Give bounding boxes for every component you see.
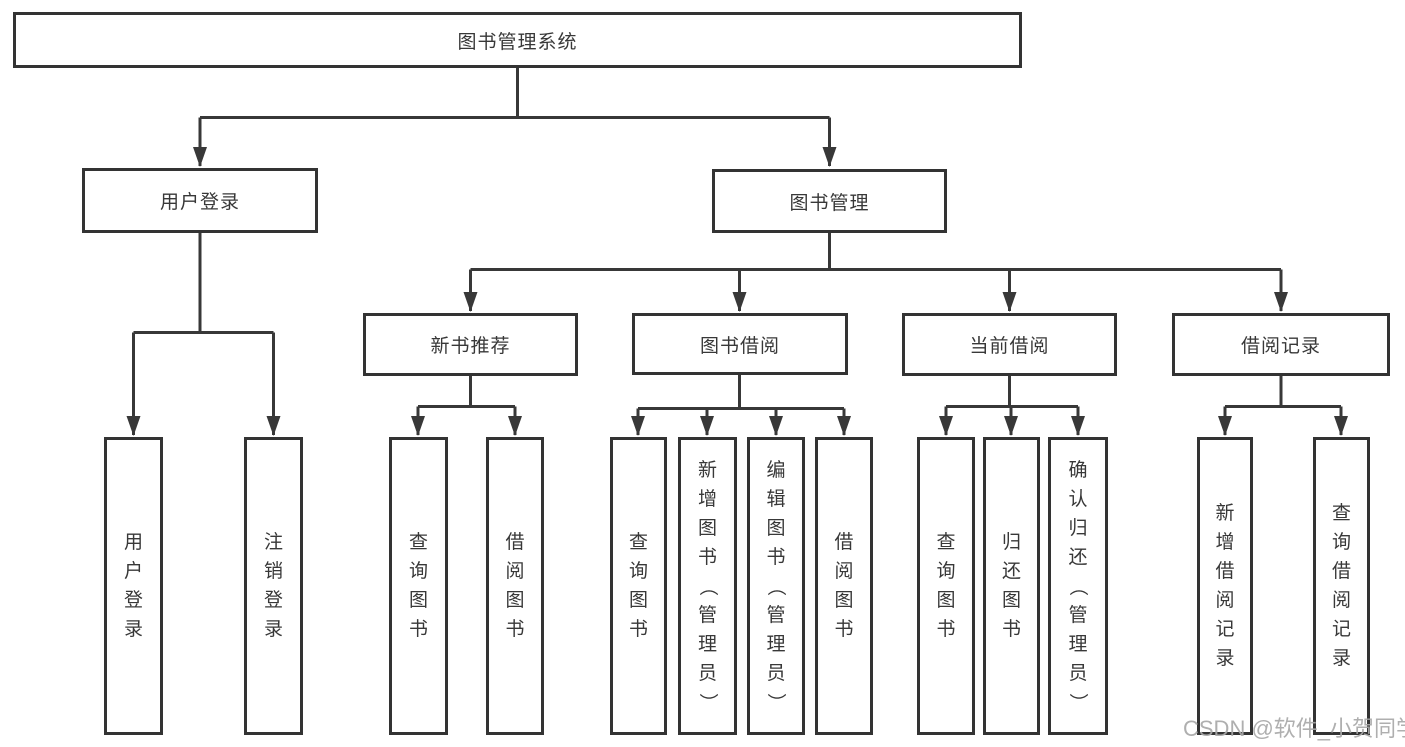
vertical-char: 询 (408, 561, 428, 582)
vertical-char: 销 (263, 561, 283, 582)
node-root: 图书管理系统 (13, 12, 1022, 68)
vertical-char: （ (696, 576, 718, 596)
vertical-char: 管 (1068, 604, 1088, 626)
node-current-borrow: 当前借阅 (902, 313, 1117, 376)
vertical-char: 图 (697, 517, 717, 539)
vertical-char: （ (1067, 576, 1089, 596)
node-borrow-records: 借阅记录 (1172, 313, 1390, 376)
vertical-char: 借 (1331, 561, 1351, 582)
leaf-logout: 注销登录 (244, 437, 303, 735)
node-user-login: 用户登录 (82, 168, 318, 233)
vertical-char: 录 (1331, 648, 1351, 669)
vertical-char: 登 (263, 590, 283, 611)
vertical-char: 图 (628, 590, 648, 611)
vertical-char: 理 (697, 633, 717, 655)
vertical-char: 录 (263, 619, 283, 640)
vertical-char: 员 (697, 662, 717, 684)
vertical-char: 录 (123, 619, 143, 640)
vertical-char: 书 (505, 619, 525, 640)
vertical-char: 员 (766, 662, 786, 684)
leaf-query-books-borrow: 查询图书 (610, 437, 667, 735)
vertical-char: 借 (505, 532, 525, 553)
vertical-char: 理 (1068, 633, 1088, 655)
vertical-char: 登 (123, 590, 143, 611)
vertical-char: ） (765, 692, 787, 712)
leaf-query-books-recommend: 查询图书 (389, 437, 448, 735)
vertical-char: 还 (1001, 561, 1021, 582)
vertical-char: （ (765, 576, 787, 596)
vertical-char: 图 (766, 517, 786, 539)
vertical-char: 确 (1068, 459, 1088, 481)
leaf-query-borrow-record: 查询借阅记录 (1313, 437, 1370, 735)
vertical-char: 阅 (1215, 590, 1235, 611)
node-new-book-recommend: 新书推荐 (363, 313, 578, 376)
vertical-char: 书 (408, 619, 428, 640)
leaf-edit-book-admin: 编辑图书 （ 管理员 ） (747, 437, 805, 735)
vertical-char: ） (696, 692, 718, 712)
vertical-char: 归 (1001, 532, 1021, 553)
leaf-return-book: 归还图书 (983, 437, 1040, 735)
vertical-char: 查 (1331, 503, 1351, 524)
vertical-char: 户 (123, 561, 143, 582)
vertical-char: 编 (766, 459, 786, 481)
node-book-management: 图书管理 (712, 169, 947, 233)
vertical-char: 书 (766, 546, 786, 568)
vertical-char: ） (1067, 692, 1089, 712)
vertical-char: 阅 (505, 561, 525, 582)
vertical-char: 图 (936, 590, 956, 611)
leaf-borrow-books-borrow: 借阅图书 (815, 437, 873, 735)
vertical-char: 图 (408, 590, 428, 611)
vertical-char: 图 (834, 590, 854, 611)
vertical-char: 注 (263, 532, 283, 553)
leaf-confirm-return-admin: 确认归还 （ 管理员 ） (1048, 437, 1108, 735)
leaf-add-borrow-record: 新增借阅记录 (1197, 437, 1253, 735)
vertical-char: 员 (1068, 662, 1088, 684)
vertical-char: 图 (505, 590, 525, 611)
vertical-char: 用 (123, 532, 143, 553)
vertical-char: 书 (834, 619, 854, 640)
vertical-char: 阅 (1331, 590, 1351, 611)
vertical-char: 认 (1068, 488, 1088, 510)
vertical-char: 还 (1068, 546, 1088, 568)
vertical-char: 借 (834, 532, 854, 553)
vertical-char: 查 (936, 532, 956, 553)
vertical-char: 录 (1215, 648, 1235, 669)
vertical-char: 管 (766, 604, 786, 626)
vertical-char: 书 (936, 619, 956, 640)
vertical-char: 询 (628, 561, 648, 582)
vertical-char: 阅 (834, 561, 854, 582)
vertical-char: 新 (1215, 503, 1235, 524)
vertical-char: 理 (766, 633, 786, 655)
vertical-char: 查 (628, 532, 648, 553)
vertical-char: 询 (936, 561, 956, 582)
vertical-char: 询 (1331, 532, 1351, 553)
vertical-char: 书 (628, 619, 648, 640)
vertical-char: 借 (1215, 561, 1235, 582)
csdn-watermark: CSDN @软件_小贺同学 (1183, 716, 1405, 741)
leaf-user-login: 用户登录 (104, 437, 163, 735)
vertical-char: 书 (697, 546, 717, 568)
leaf-add-book-admin: 新增图书 （ 管理员 ） (678, 437, 737, 735)
vertical-char: 增 (1215, 532, 1235, 553)
vertical-char: 新 (697, 459, 717, 481)
leaf-borrow-books-recommend: 借阅图书 (486, 437, 544, 735)
vertical-char: 书 (1001, 619, 1021, 640)
node-book-borrow: 图书借阅 (632, 313, 848, 375)
vertical-char: 图 (1001, 590, 1021, 611)
vertical-char: 辑 (766, 488, 786, 510)
vertical-char: 归 (1068, 517, 1088, 539)
vertical-char: 查 (408, 532, 428, 553)
vertical-char: 管 (697, 604, 717, 626)
vertical-char: 增 (697, 488, 717, 510)
leaf-query-books-current: 查询图书 (917, 437, 975, 735)
vertical-char: 记 (1215, 619, 1235, 640)
vertical-char: 记 (1331, 619, 1351, 640)
